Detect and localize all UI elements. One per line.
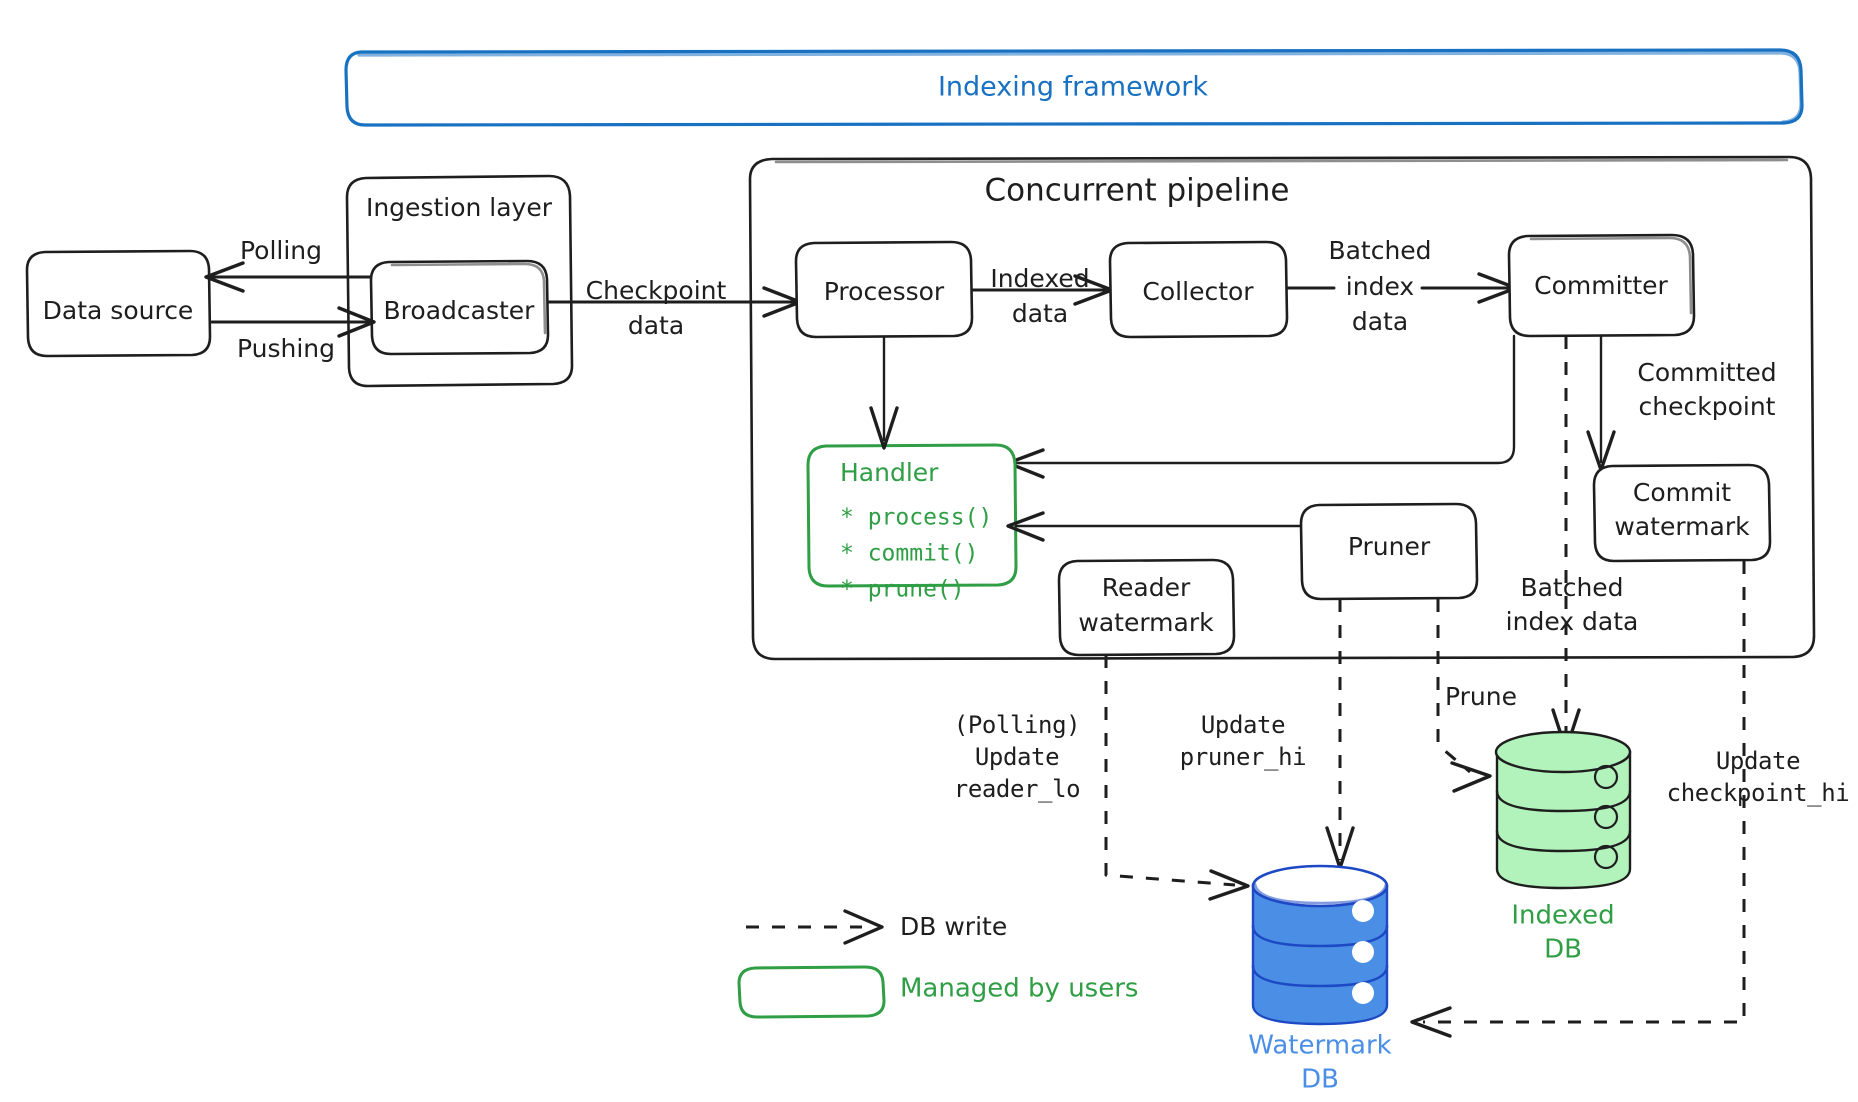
edge-checkpoint-data: Checkpoint data: [547, 276, 802, 340]
edge-reader-watermark-db-write: (Polling) Update reader_lo: [954, 655, 1250, 901]
indexing-framework-frame: Indexing framework: [344, 48, 1804, 127]
edge-committed-checkpoint: Committed checkpoint: [1586, 334, 1777, 472]
edge-label-prune: Prune: [1445, 682, 1517, 711]
mono-label-update-checkpoint: Update: [1716, 747, 1800, 775]
handler-method-process: * process(): [840, 505, 992, 531]
mono-label-update-pruner: Update: [1201, 711, 1285, 739]
node-broadcaster[interactable]: Broadcaster: [369, 259, 550, 356]
edge-label-batched-2: index: [1346, 272, 1414, 301]
reader-watermark-label-1: Reader: [1102, 573, 1191, 602]
watermark-db-label-2: DB: [1301, 1065, 1339, 1095]
db-indexed[interactable]: Indexed DB: [1494, 730, 1632, 965]
legend-label-db-write: DB write: [900, 912, 1007, 941]
commit-watermark-label-1: Commit: [1633, 478, 1731, 507]
node-handler[interactable]: Handler * process() * commit() * prune(): [806, 443, 1018, 603]
node-collector[interactable]: Collector: [1108, 240, 1289, 339]
edge-batched-index-data: Batched index data: [1286, 236, 1518, 336]
edge-indexed-data: Indexed data: [971, 264, 1114, 328]
node-data-source[interactable]: Data source: [25, 249, 212, 358]
commit-watermark-label-2: watermark: [1614, 512, 1750, 541]
edge-label-indexed-1: Indexed: [990, 264, 1089, 293]
edge-pruner-to-handler: [1006, 511, 1307, 542]
edge-label-batched-3: data: [1352, 307, 1408, 336]
committer-label: Committer: [1534, 271, 1668, 300]
edge-pushing: Pushing: [210, 306, 376, 363]
edge-pruner-watermark-db-write: Update pruner_hi: [1180, 599, 1355, 870]
db-watermark[interactable]: Watermark DB: [1248, 864, 1392, 1095]
edge-pruner-prune-indexed-db: Prune: [1436, 599, 1517, 793]
edge-label-polling: Polling: [240, 236, 322, 265]
indexed-db-label-1: Indexed: [1511, 901, 1614, 931]
mono-label-checkpoint-hi: checkpoint_hi: [1667, 779, 1850, 807]
node-processor[interactable]: Processor: [794, 240, 974, 339]
edge-label-pushing: Pushing: [237, 334, 335, 363]
data-source-label: Data source: [43, 296, 194, 325]
edge-polling: Polling: [204, 236, 372, 293]
mono-label-update-reader: Update: [975, 743, 1059, 771]
edge-commit-watermark-db-write: Update checkpoint_hi: [1410, 561, 1850, 1038]
frame-title: Indexing framework: [938, 72, 1208, 103]
node-committer[interactable]: Committer: [1507, 233, 1696, 338]
edge-label-batched-1: Batched: [1328, 236, 1431, 265]
pruner-label: Pruner: [1348, 532, 1431, 561]
ingestion-layer-group: Ingestion layer: [345, 174, 574, 388]
indexed-db-label-2: DB: [1544, 935, 1582, 965]
processor-label: Processor: [824, 277, 945, 306]
mono-label-reader-lo: reader_lo: [954, 775, 1080, 803]
edge-label-checkpoint-2: data: [628, 311, 684, 340]
legend-item-db-write: DB write: [746, 909, 1007, 945]
node-reader-watermark[interactable]: Reader watermark: [1057, 558, 1236, 657]
handler-title: Handler: [840, 458, 939, 487]
mono-label-polling: (Polling): [954, 711, 1080, 739]
handler-method-commit: * commit(): [840, 541, 978, 567]
reader-watermark-label-2: watermark: [1078, 608, 1214, 637]
collector-label: Collector: [1142, 277, 1254, 306]
broadcaster-label: Broadcaster: [384, 296, 536, 325]
edge-label-committed-2: checkpoint: [1639, 392, 1776, 421]
handler-method-prune: * prune(): [840, 577, 965, 603]
watermark-db-label-1: Watermark: [1248, 1031, 1391, 1061]
legend: DB write Managed by users: [737, 909, 1138, 1019]
edge-label-checkpoint-1: Checkpoint: [586, 276, 727, 305]
edge-processor-to-handler: [869, 336, 899, 450]
node-pruner[interactable]: Pruner: [1299, 502, 1479, 601]
legend-label-managed-by-users: Managed by users: [900, 974, 1138, 1004]
concurrent-pipeline-label: Concurrent pipeline: [985, 173, 1290, 209]
edge-label-committed-1: Committed: [1637, 358, 1776, 387]
edge-label-indexed-2: data: [1012, 299, 1068, 328]
concurrent-pipeline-group: Concurrent pipeline: [748, 155, 1816, 661]
edge-label-batched-b1: Batched: [1520, 573, 1623, 602]
mono-label-pruner-hi: pruner_hi: [1180, 743, 1306, 771]
edge-label-batched-b2: index data: [1506, 607, 1639, 636]
ingestion-layer-label: Ingestion layer: [366, 193, 553, 222]
legend-item-managed-by-users: Managed by users: [737, 965, 1138, 1019]
node-commit-watermark[interactable]: Commit watermark: [1592, 463, 1772, 563]
edge-committer-to-handler: [1006, 334, 1516, 479]
